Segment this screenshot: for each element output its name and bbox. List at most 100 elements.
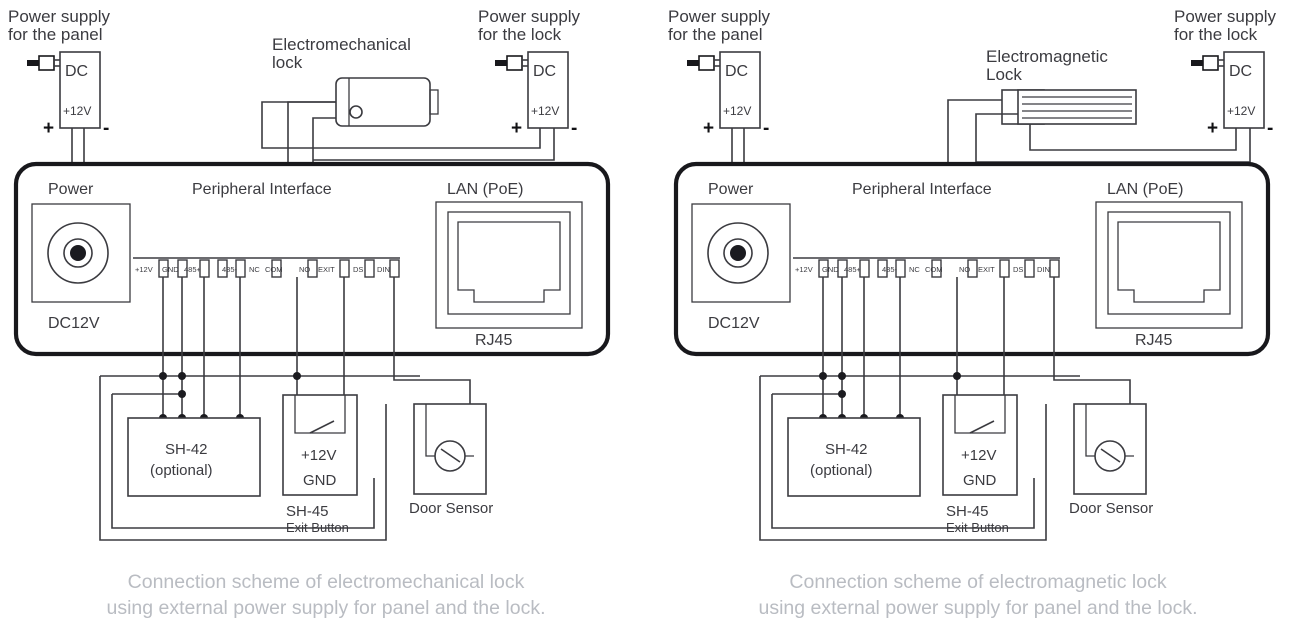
door-sensor-label: Door Sensor [409, 500, 493, 517]
terminal-label-gnd: GND [162, 265, 179, 274]
terminal-label-ds: DS [1013, 265, 1023, 274]
caption-line1: Connection scheme of electromagnetic loc… [789, 571, 1166, 593]
terminal-label-nc: NC [249, 265, 260, 274]
terminal-label-ds: DS [353, 265, 363, 274]
power-supply-panel-plus: + [703, 118, 714, 139]
power-supply-lock-voltage: +12V [1227, 104, 1255, 118]
door-sensor: Door Sensor [1069, 403, 1153, 517]
sh45-title-line1: SH-45 [286, 503, 329, 520]
terminal-label-12v: +12V [135, 265, 153, 274]
power-supply-panel-plus: + [43, 118, 54, 139]
power-supply-lock-body [527, 51, 569, 129]
door-sensor-label: Door Sensor [1069, 500, 1153, 517]
caption-line2: using external power supply for panel an… [758, 597, 1197, 619]
electromagnetic-lock-icon [1001, 89, 1137, 125]
caption-line1: Connection scheme of electromechanical l… [128, 571, 525, 593]
power-supply-lock-minus: - [1267, 118, 1273, 139]
terminal-label-12v: +12V [795, 265, 813, 274]
power-supply-panel-voltage: +12V [63, 104, 91, 118]
diagram-electromechanical: Power supply for the panel DC +12V + - [8, 7, 611, 619]
power-supply-lock-title-line2: for the lock [478, 25, 562, 44]
power-supply-panel-title-line1: Power supply [668, 7, 771, 26]
sh45-voltage-label: +12V [301, 447, 336, 464]
sh45-title-line2: Exit Button [286, 520, 349, 535]
panel-section-lan: LAN (PoE) [447, 181, 523, 198]
rj45-jack [435, 201, 583, 329]
wire-lock-supply-positive [261, 101, 541, 149]
accessory-wiring [99, 277, 471, 541]
panel-section-peripheral: Peripheral Interface [192, 181, 332, 198]
wire-lock-supply-positive [1029, 124, 1237, 151]
power-plug-icon [495, 55, 528, 71]
terminal-label-com: COM [265, 265, 283, 274]
power-supply-panel-minus: - [763, 118, 769, 139]
power-supply-lock-title-line1: Power supply [1174, 7, 1277, 26]
door-sensor: Door Sensor [409, 403, 493, 517]
sh45-ground-label: GND [303, 472, 337, 489]
power-supply-lock-title-line1: Power supply [478, 7, 581, 26]
sh42-label-line2: (optional) [810, 462, 873, 479]
power-supply-panel-title-line2: for the panel [668, 25, 763, 44]
lock-title-line2: lock [272, 53, 303, 72]
terminal-label-485p: 485+ [844, 265, 862, 274]
electromechanical-lock: Electromechanical lock [272, 35, 439, 262]
power-supply-panel-minus: - [103, 118, 109, 139]
controller-panel: Power Peripheral Interface LAN (PoE) DC1… [13, 161, 611, 357]
power-supply-panel-dc-label: DC [725, 63, 748, 80]
dc12v-jack [31, 203, 131, 303]
wire-lock-supply-negative [313, 128, 555, 161]
panel-section-power: Power [708, 181, 754, 198]
sh45-voltage-label: +12V [961, 447, 996, 464]
diagram-electromagnetic: Power supply for the panel DC +12V + - E… [668, 7, 1277, 619]
panel-section-lan: LAN (PoE) [1107, 181, 1183, 198]
power-supply-lock-minus: - [571, 118, 577, 139]
sh42-reader: SH-42 (optional) [127, 417, 261, 497]
sh42-reader: SH-42 (optional) [787, 417, 921, 497]
terminal-label-485m: 485- [222, 265, 238, 274]
terminal-label-gnd: GND [822, 265, 839, 274]
power-supply-lock-voltage: +12V [531, 104, 559, 118]
sh45-ground-label: GND [963, 472, 997, 489]
panel-section-power: Power [48, 181, 94, 198]
rj45-jack-label: RJ45 [475, 332, 512, 349]
lock-title-line1: Electromagnetic [986, 47, 1108, 66]
sh45-exit-button: +12V GND SH-45 Exit Button [942, 394, 1018, 535]
power-supply-lock-dc-label: DC [533, 63, 556, 80]
lock-title-line2: Lock [986, 65, 1022, 84]
power-supply-lock-plus: + [511, 118, 522, 139]
power-supply-lock-plus: + [1207, 118, 1218, 139]
terminal-label-din: DIN [1037, 265, 1050, 274]
electromechanical-lock-icon [335, 77, 439, 127]
terminal-label-no: NO [299, 265, 310, 274]
power-plug-icon [27, 55, 60, 71]
power-supply-panel-body [719, 51, 761, 129]
terminal-label-exit: EXIT [318, 265, 335, 274]
power-supply-lock: Power supply for the lock DC +12V + - [976, 7, 1277, 163]
power-plug-icon [687, 55, 720, 71]
dc12v-jack-label: DC12V [48, 315, 100, 332]
sh42-label-line1: SH-42 [165, 441, 208, 458]
power-supply-panel-body [59, 51, 101, 129]
power-supply-panel-title-line1: Power supply [8, 7, 111, 26]
rj45-jack-label: RJ45 [1135, 332, 1172, 349]
caption-line2: using external power supply for panel an… [106, 597, 545, 619]
terminal-label-no: NO [959, 265, 970, 274]
dc12v-jack-label: DC12V [708, 315, 760, 332]
panel-section-peripheral: Peripheral Interface [852, 181, 992, 198]
terminal-label-485m: 485- [882, 265, 898, 274]
sh45-title-line2: Exit Button [946, 520, 1009, 535]
terminal-label-485p: 485+ [184, 265, 202, 274]
terminal-label-nc: NC [909, 265, 920, 274]
power-supply-lock-body [1223, 51, 1265, 129]
terminal-label-com: COM [925, 265, 943, 274]
terminal-block-group: +12V GND 485+ 485- NC COM NO EXIT DS DIN [135, 259, 400, 278]
sh45-title-line1: SH-45 [946, 503, 989, 520]
power-supply-lock-dc-label: DC [1229, 63, 1252, 80]
power-supply-panel-voltage: +12V [723, 104, 751, 118]
lock-title-line1: Electromechanical [272, 35, 411, 54]
power-supply-panel-title-line2: for the panel [8, 25, 103, 44]
rj45-jack [1095, 201, 1243, 329]
accessory-wiring [759, 277, 1131, 541]
